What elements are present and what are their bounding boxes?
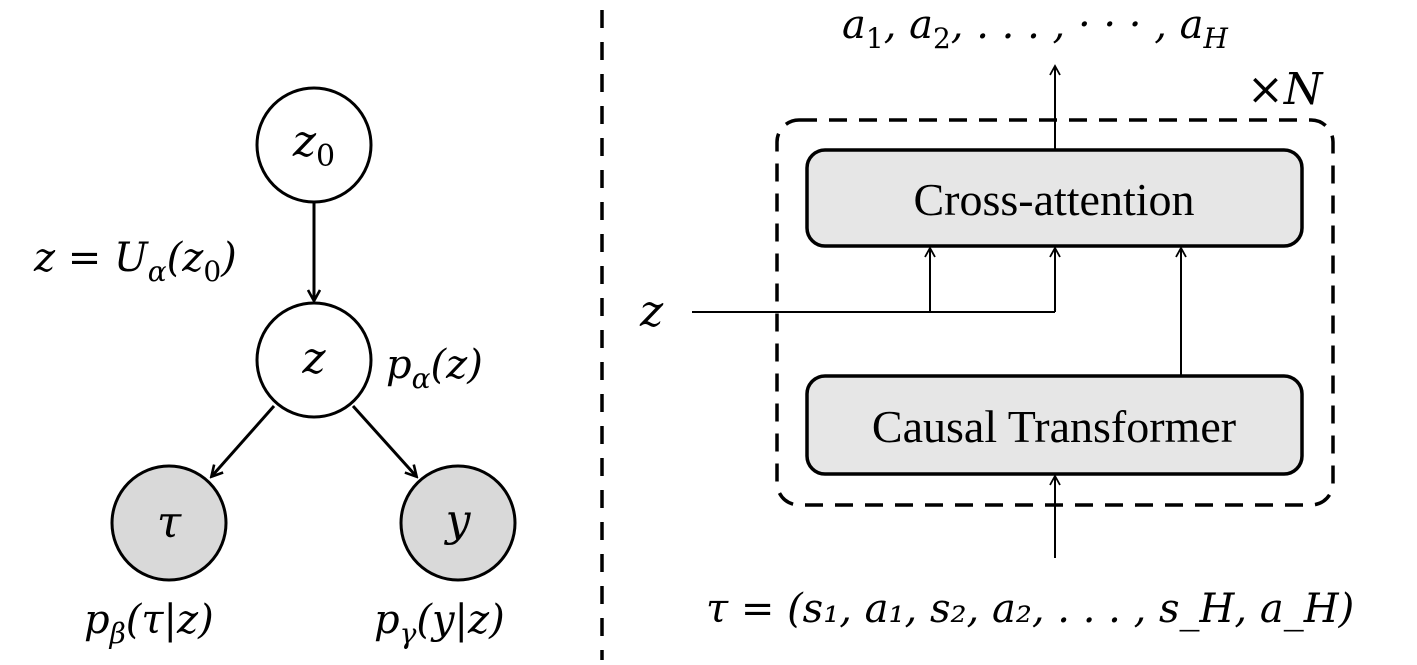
architecture-diagram: a1, a2, . . . , · · · , aH ×N Cross-atte… [639,2,1354,632]
svg-text:z0: z0 [292,116,335,174]
node-tau-label: τ [157,497,182,548]
node-tau: τ [110,464,228,582]
prior-label: pα(z) [386,342,483,395]
cross-attention-block: Cross-attention [805,148,1304,248]
edge-z-to-tau [212,405,276,476]
edge-z-to-y [351,404,416,476]
tau-likelihood-label: pβ(τ|z) [84,597,214,650]
node-z0-label: z [292,116,317,167]
causal-transformer-block: Causal Transformer [805,374,1304,476]
node-z-label: z [301,333,326,384]
z-input-label: z [639,286,664,337]
node-z0: z0 [255,86,373,204]
edge-label-transform: z = Uα(z0) [33,235,237,288]
repeat-times-n-label: ×N [1247,64,1324,115]
cross-attention-label: Cross-attention [913,174,1194,225]
node-y-label: y [444,495,472,546]
trajectory-input-label: τ = (s₁, a₁, s₂, a₂, . . . , s_H, a_H) [706,586,1354,632]
causal-transformer-label: Causal Transformer [872,401,1236,452]
node-y: y [399,464,517,582]
output-sequence-label: a1, a2, . . . , · · · , aH [842,2,1229,55]
graphical-model: z0 z τ y z = Uα(z0) pα(z) pβ(τ|z) pγ(y|z… [33,86,517,650]
node-z: z [255,301,373,419]
node-z0-sub: 0 [316,139,335,174]
y-likelihood-label: pγ(y|z) [374,597,505,650]
